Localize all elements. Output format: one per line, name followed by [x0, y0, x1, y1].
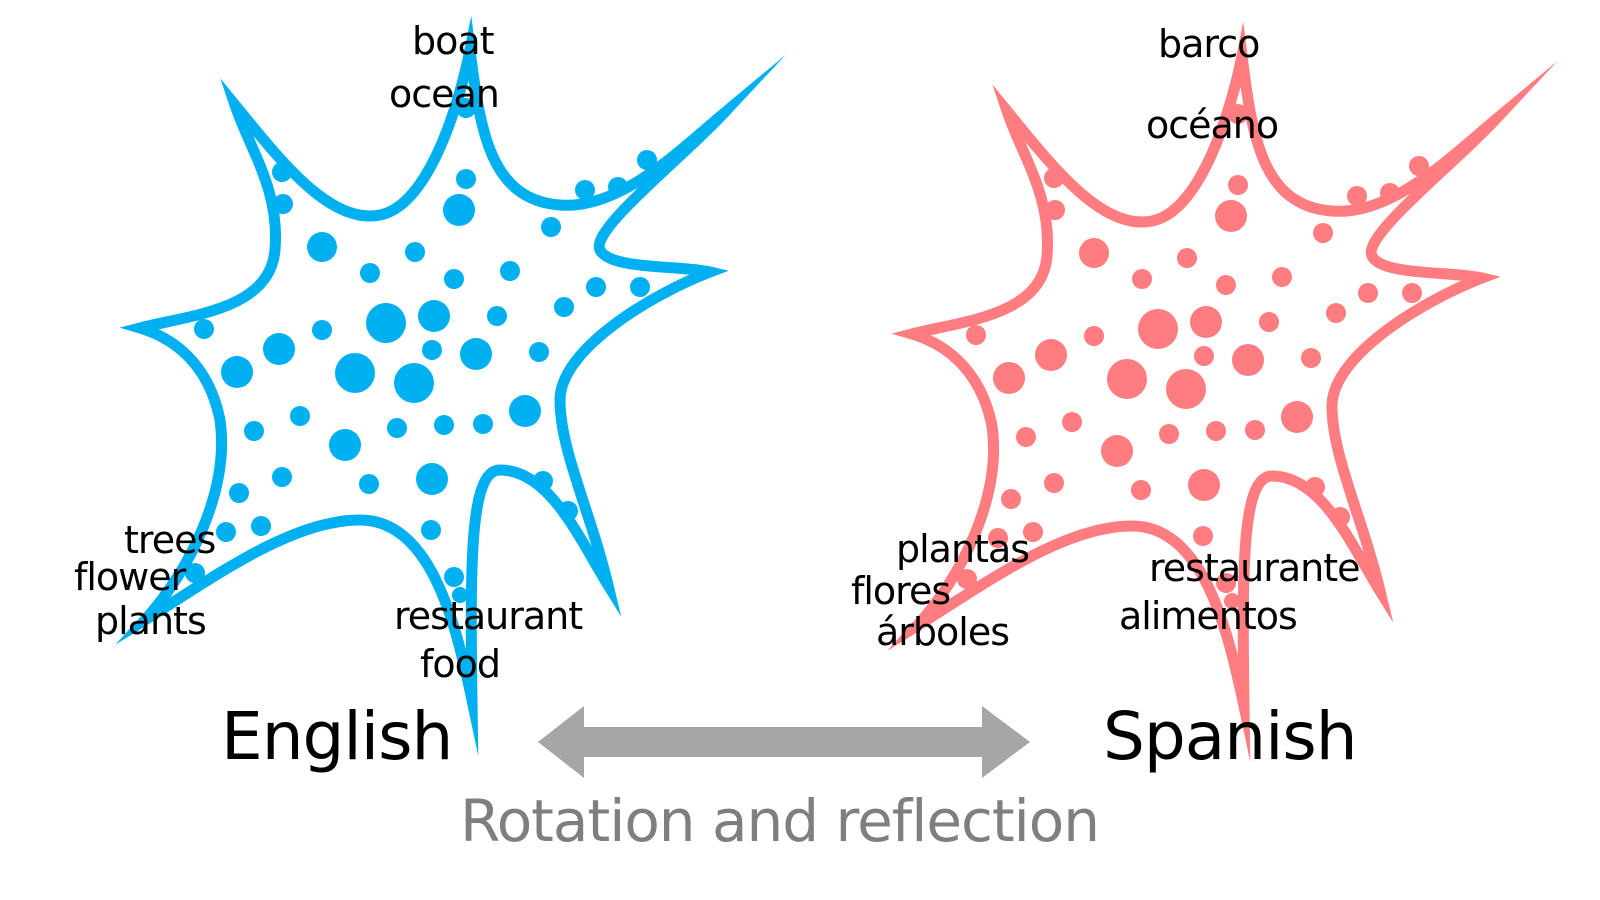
english-title: English — [221, 698, 453, 775]
spanish-label-alimentos: alimentos — [1119, 594, 1298, 638]
spanish-label-restaurante: restaurante — [1149, 546, 1361, 590]
spanish-label-flores: flores — [851, 569, 951, 613]
spanish-label-arboles: árboles — [876, 610, 1010, 654]
english-label-boat: boat — [412, 19, 495, 63]
spanish-label-oceano: océano — [1146, 103, 1279, 147]
english-label-ocean: ocean — [389, 72, 500, 116]
spanish-label-barco: barco — [1158, 22, 1260, 66]
english-label-plants: plants — [95, 599, 207, 643]
english-label-restaurant: restaurant — [394, 594, 583, 638]
double-headed-arrow-icon — [538, 706, 1030, 778]
english-label-food: food — [420, 642, 501, 686]
english-label-trees: trees — [124, 518, 216, 562]
caption: Rotation and reflection — [460, 787, 1100, 855]
spanish-label-plantas: plantas — [896, 527, 1030, 571]
english-label-flower: flower — [74, 555, 186, 599]
spanish-title: Spanish — [1103, 698, 1358, 775]
